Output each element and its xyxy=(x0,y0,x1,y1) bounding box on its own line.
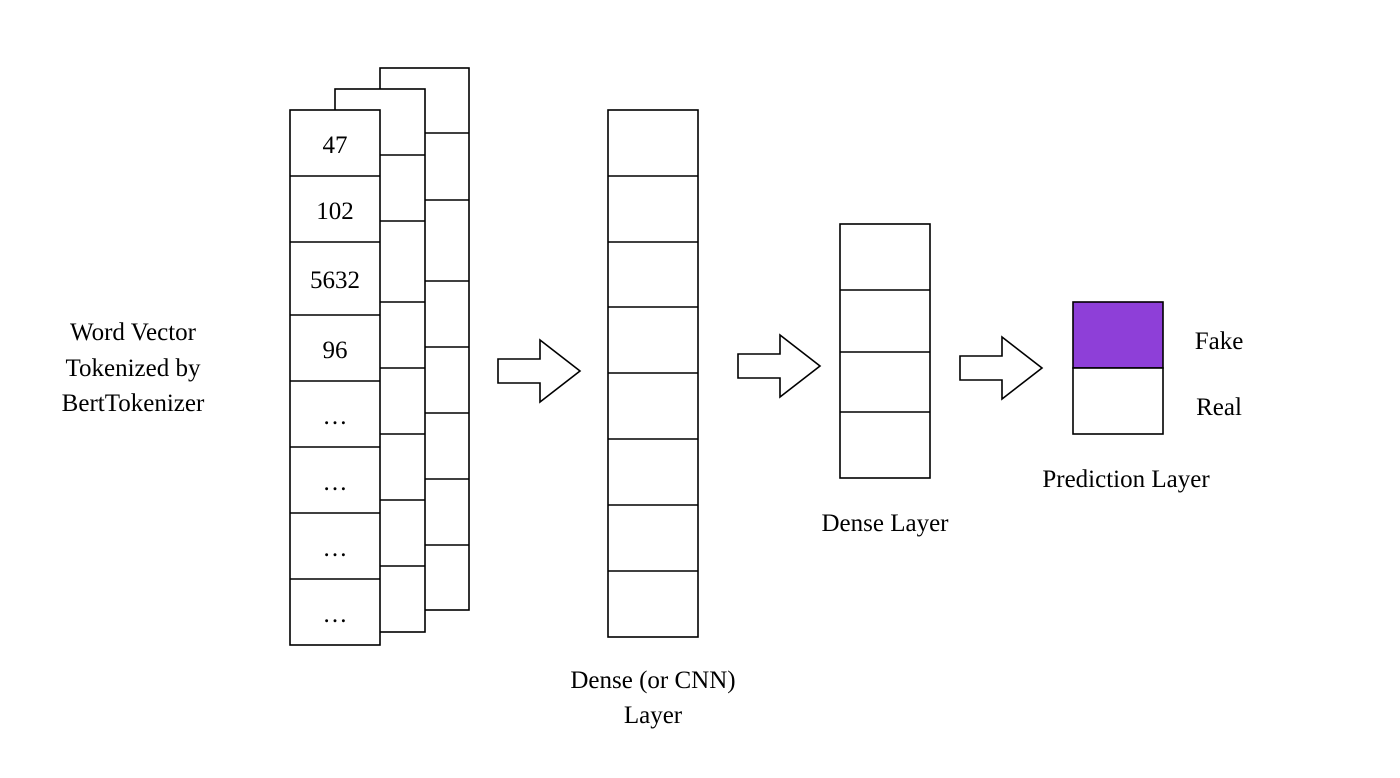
token-cell: … xyxy=(323,469,348,496)
dense-layer-label: Dense Layer xyxy=(821,510,949,537)
prediction-layer-label: Prediction Layer xyxy=(1042,466,1210,493)
token-vector-stack: 47 102 5632 96 … … … … xyxy=(289,67,470,646)
prediction-layer xyxy=(1072,301,1164,435)
token-cell: … xyxy=(323,535,348,562)
input-label-line-2: Tokenized by xyxy=(65,355,201,382)
token-cell: 96 xyxy=(323,337,348,364)
token-cell: 47 xyxy=(323,132,348,159)
prediction-fake-cell xyxy=(1072,301,1164,369)
prediction-real-cell xyxy=(1072,367,1164,435)
flow-arrow-1-icon xyxy=(497,338,582,404)
dense-layer-frame xyxy=(839,223,931,479)
token-vector-front-layer: 47 102 5632 96 … … … … xyxy=(289,109,381,646)
input-label-line-3: BertTokenizer xyxy=(62,390,205,417)
prediction-output-real: Real xyxy=(1196,394,1242,421)
token-cell: 102 xyxy=(316,198,354,225)
token-cell: … xyxy=(323,601,348,628)
token-vector-frame xyxy=(289,109,381,646)
input-label-line-1: Word Vector xyxy=(70,319,197,346)
dense-cnn-label-line-1: Dense (or CNN) xyxy=(570,667,735,694)
flow-arrow-2-icon xyxy=(737,333,822,399)
dense-cnn-label-line-2: Layer xyxy=(624,702,683,729)
flow-arrow-3-icon xyxy=(959,335,1044,401)
dense-layer xyxy=(839,223,931,479)
token-cell: … xyxy=(323,403,348,430)
prediction-output-fake: Fake xyxy=(1195,328,1244,355)
token-cell: 5632 xyxy=(310,267,360,294)
input-label: Word Vector Tokenized by BertTokenizer xyxy=(62,319,205,417)
dense-cnn-layer xyxy=(607,109,699,638)
